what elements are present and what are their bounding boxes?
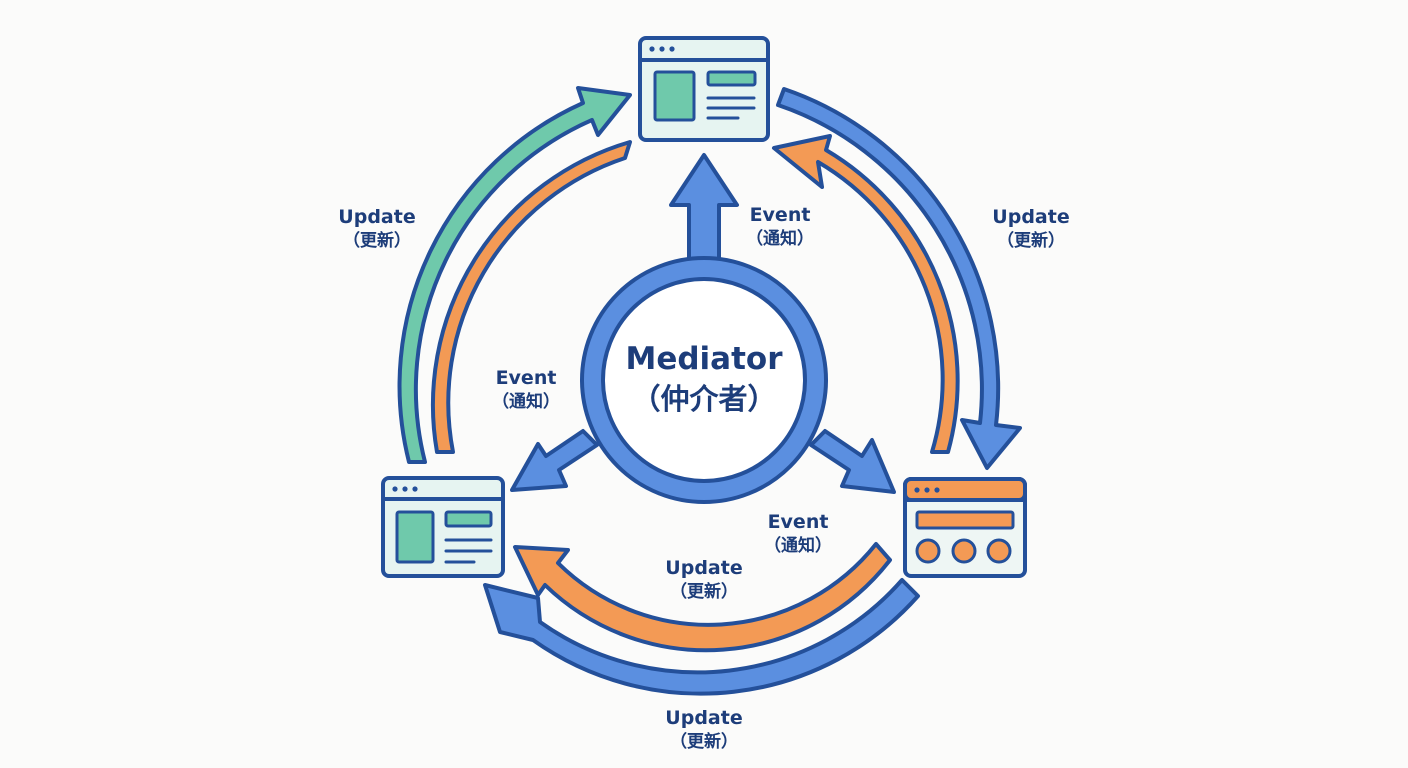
label-event-left-en: Event <box>495 367 557 389</box>
label-event-top: Event （通知） <box>746 203 814 251</box>
label-update-bottom-outer-cn: （更新） <box>669 732 738 752</box>
label-update-left: Update （更新） <box>338 205 415 253</box>
label-update-right-en: Update <box>992 206 1070 228</box>
event-arrow-inner-right <box>772 134 960 454</box>
update-arrow-left-to-top <box>397 86 632 464</box>
left-window <box>381 476 505 578</box>
label-event-left-cn: （通知） <box>492 392 560 412</box>
label-update-bottom-inner-en: Update <box>665 557 743 579</box>
event-arrow-inner-left <box>430 140 632 454</box>
label-update-bottom-outer: Update （更新） <box>665 706 742 754</box>
mediator-core <box>601 277 807 483</box>
mediator-label: Mediator （仲介者） <box>625 338 782 418</box>
label-event-right-cn: （通知） <box>764 536 832 556</box>
label-update-bottom-outer-en: Update <box>665 707 743 729</box>
label-update-left-cn: （更新） <box>342 231 411 251</box>
mediator-arm-up <box>669 153 739 274</box>
right-window-dots <box>914 487 940 493</box>
label-update-right: Update （更新） <box>992 205 1069 253</box>
top-window <box>638 36 770 142</box>
update-arrow-right-to-left <box>483 578 920 696</box>
label-event-right-en: Event <box>767 511 829 533</box>
label-update-right-cn: （更新） <box>996 231 1065 251</box>
label-event-top-cn: （通知） <box>746 229 814 249</box>
mediator-arm-left <box>510 429 599 492</box>
top-window-dots <box>649 46 675 52</box>
left-window-dots <box>392 486 418 492</box>
right-window <box>903 477 1027 578</box>
mediator-title: Mediator <box>625 341 783 377</box>
label-update-bottom-inner-cn: （更新） <box>669 582 738 602</box>
mediator-title-cn: （仲介者） <box>631 382 777 416</box>
mediator-arm-right <box>809 429 896 494</box>
label-event-top-en: Event <box>749 204 811 226</box>
update-arrow-top-to-right <box>776 87 1022 470</box>
update-arrow-inner-bottom <box>513 542 892 653</box>
label-update-left-en: Update <box>338 206 416 228</box>
label-update-bottom-inner: Update （更新） <box>665 556 742 604</box>
label-event-right: Event （通知） <box>764 510 832 558</box>
label-event-left: Event （通知） <box>492 366 560 414</box>
